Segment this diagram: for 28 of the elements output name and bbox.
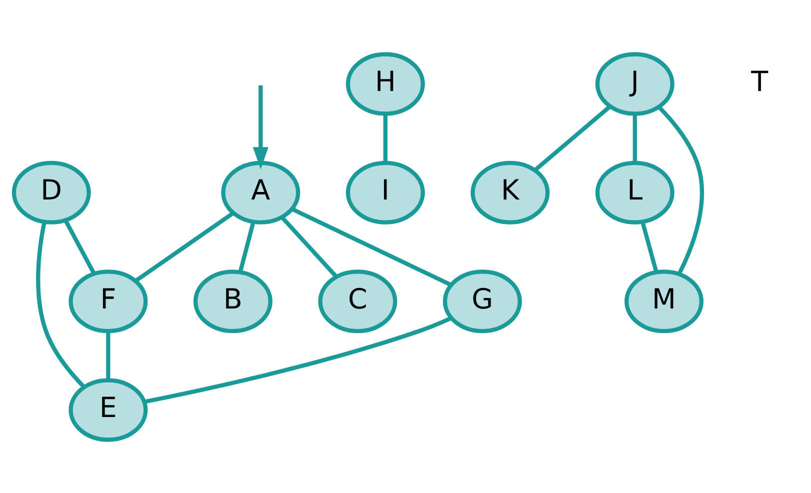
node-ellipse: D [12, 160, 91, 224]
node-ellipse: M [624, 269, 704, 333]
connector [106, 330, 110, 380]
connector [238, 220, 256, 272]
connector [36, 220, 86, 388]
label: T [751, 64, 768, 98]
node-ellipse: A [221, 160, 300, 224]
connector [291, 206, 452, 286]
node-ellipse: H [346, 52, 425, 116]
connector [640, 220, 658, 272]
node-ellipse: G [442, 269, 522, 333]
node-ellipse: C [318, 269, 398, 333]
connector [533, 104, 612, 172]
node-ellipse: I [346, 160, 425, 224]
connector [658, 105, 704, 275]
node-ellipse: L [595, 160, 674, 224]
connector [64, 218, 96, 274]
node-ellipse: B [193, 269, 272, 333]
connector [144, 316, 452, 404]
arrow [252, 84, 268, 169]
node-ellipse: J [595, 52, 674, 116]
connector [632, 113, 637, 163]
connector [134, 210, 235, 282]
node-ellipse: F [68, 269, 148, 333]
node-ellipse: E [68, 378, 148, 442]
node-ellipse: K [470, 160, 550, 224]
connector [280, 215, 338, 278]
connector [383, 113, 388, 163]
